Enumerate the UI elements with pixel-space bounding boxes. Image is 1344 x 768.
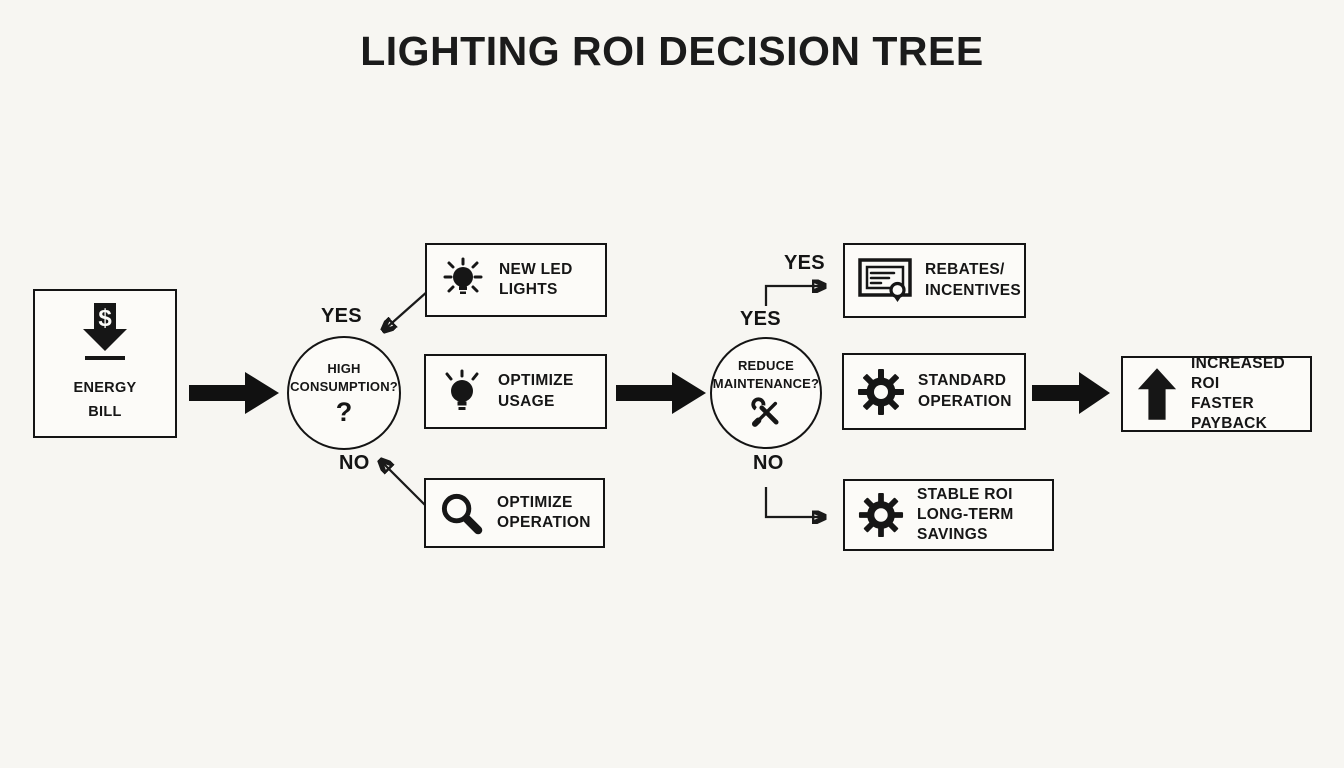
node-label: STABLE ROI LONG-TERM SAVINGS xyxy=(917,485,1052,545)
elbow-decision2-no xyxy=(764,487,824,517)
node-label-line2: OPERATION xyxy=(918,392,1012,410)
decision1-yes-label: YES xyxy=(321,305,362,327)
node-label-line2: LONG-TERM SAVINGS xyxy=(917,505,1014,544)
node-label-line1: NEW LED LIGHTS xyxy=(499,260,573,298)
lightbulb-shine-icon xyxy=(443,257,483,294)
magnifier-icon xyxy=(441,493,483,534)
lightbulb-icon xyxy=(445,369,479,410)
node-label-line2: OPERATION xyxy=(497,514,591,531)
question-line2: CONSUMPTION? xyxy=(290,379,398,394)
decision2-no-label: NO xyxy=(753,452,784,474)
node-label-line1: INCREASED ROI xyxy=(1191,354,1285,392)
question-line1: REDUCE xyxy=(737,358,795,374)
node-reduce-maintenance: REDUCE MAINTENANCE? xyxy=(710,337,822,449)
question-mark: ? xyxy=(335,396,353,427)
node-label-line1: REBATES/ xyxy=(925,261,1005,279)
gear-icon xyxy=(858,368,904,415)
node-stable-roi: STABLE ROI LONG-TERM SAVINGS xyxy=(843,479,1054,551)
node-optimize-operation: OPTIMIZE OPERATION xyxy=(424,478,605,548)
node-label: INCREASED ROI FASTER PAYBACK xyxy=(1191,354,1310,435)
node-energy-bill: $ ENERGY BILL xyxy=(33,289,177,438)
node-increased-roi: INCREASED ROI FASTER PAYBACK xyxy=(1121,354,1312,435)
decision-question: HIGH CONSUMPTION? xyxy=(290,360,398,395)
node-label: NEW LED LIGHTS xyxy=(499,260,605,300)
dollar-down-arrow-icon: $ xyxy=(83,303,127,361)
node-standard-operation: STANDARD OPERATION xyxy=(842,353,1026,430)
node-label-line2: BILL xyxy=(88,403,122,420)
flow-arrow-2 xyxy=(616,372,706,414)
node-label-line1: STANDARD xyxy=(918,372,1007,390)
decision2-yes-elbow-label: YES xyxy=(784,252,825,274)
question-line2: MAINTENANCE? xyxy=(712,376,820,391)
node-label: REBATES/ INCENTIVES xyxy=(925,260,1021,300)
certificate-icon xyxy=(858,258,912,302)
node-rebates-incentives: REBATES/ INCENTIVES xyxy=(843,243,1026,318)
arrow-optimizeop-to-decision1 xyxy=(381,461,427,507)
question-line1: HIGH xyxy=(327,361,361,377)
node-label-line1: ENERGY xyxy=(73,380,137,397)
dollar-glyph: $ xyxy=(98,305,112,332)
flow-arrow-3 xyxy=(1032,372,1110,414)
node-label: OPTIMIZE OPERATION xyxy=(497,493,591,533)
node-label-line2: FASTER PAYBACK xyxy=(1191,395,1268,433)
page-title: LIGHTING ROI DECISION TREE xyxy=(360,28,984,74)
up-arrow-icon xyxy=(1137,368,1177,420)
node-label-line1: STABLE ROI xyxy=(917,485,1013,503)
node-label: STANDARD OPERATION xyxy=(918,371,1012,411)
gear-icon xyxy=(858,492,904,538)
node-optimize-usage: OPTIMIZE USAGE xyxy=(424,354,607,429)
node-label-line1: OPTIMIZE xyxy=(497,493,573,511)
node-high-consumption: HIGH CONSUMPTION? ? xyxy=(287,336,401,450)
decision-question: REDUCE MAINTENANCE? xyxy=(713,357,819,392)
node-label-line2: INCENTIVES xyxy=(925,281,1022,299)
decision1-no-label: NO xyxy=(339,452,370,474)
flow-arrow-1 xyxy=(189,372,279,414)
node-label-line1: OPTIMIZE USAGE xyxy=(498,372,574,410)
node-label: ENERGY BILL xyxy=(73,377,136,423)
decision2-yes-label: YES xyxy=(740,308,781,330)
tools-icon xyxy=(751,396,779,427)
elbow-decision2-yes xyxy=(764,286,824,306)
node-new-led-lights: NEW LED LIGHTS xyxy=(425,243,607,317)
node-label: OPTIMIZE USAGE xyxy=(498,371,605,411)
